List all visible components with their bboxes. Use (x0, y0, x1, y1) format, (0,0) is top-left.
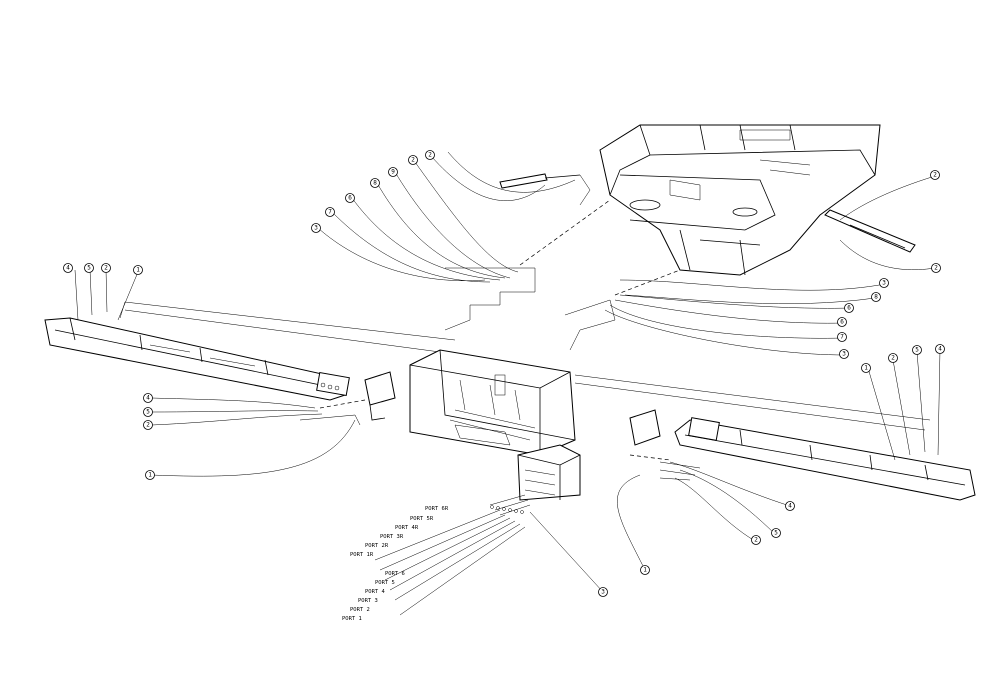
callout-number: 7 (328, 209, 332, 216)
callout-number: 7 (840, 334, 844, 341)
callout-bubble: 1 (145, 470, 155, 480)
leader-lines (74, 151, 941, 593)
port-manifold (517, 444, 581, 501)
callout-number: 3 (842, 351, 846, 358)
callout-bubble: 1 (133, 265, 143, 275)
callout-number: 3 (882, 280, 886, 287)
port-label: PORT 4R (395, 525, 419, 531)
callout-number: 3 (314, 225, 318, 232)
port-label: PORT 5R (410, 516, 434, 522)
callout-number: 1 (136, 267, 140, 274)
port-label: PORT 1 (342, 616, 362, 622)
callout-bubble: 4 (935, 344, 945, 354)
port-label: PORT 5 (375, 580, 395, 586)
callout-bubble: 1 (640, 565, 650, 575)
boom-connector-line (574, 382, 926, 431)
callout-number: 2 (754, 537, 758, 544)
callout-bubble: 2 (930, 170, 940, 180)
callout-bubble: 2 (143, 420, 153, 430)
center-chassis (409, 349, 576, 456)
callout-bubble: 3 (311, 223, 321, 233)
port-label: PORT 2R (365, 543, 389, 549)
callout-bubble: 5 (771, 528, 781, 538)
callout-number: 2 (891, 355, 895, 362)
callout-number: 6 (847, 305, 851, 312)
callout-number: 1 (643, 567, 647, 574)
callout-bubble: 6 (844, 303, 854, 313)
callout-number: 8 (874, 294, 878, 301)
right-boom-assembly (674, 417, 976, 501)
callout-number: 8 (373, 180, 377, 187)
callout-bubble: 3 (598, 587, 608, 597)
port-hose-bundle (374, 494, 531, 616)
port-label: PORT 4 (365, 589, 386, 595)
callout-number: 2 (428, 152, 432, 159)
port-label: PORT 3R (380, 534, 404, 540)
callout-bubble: 4 (143, 393, 153, 403)
callout-bubble: 8 (370, 178, 380, 188)
port-label: PORT 1R (350, 552, 374, 558)
left-boom-assembly (44, 317, 350, 401)
callout-number: 6 (348, 195, 352, 202)
callout-number: 4 (938, 346, 942, 353)
callout-bubble: 5 (84, 263, 94, 273)
left-valve-block (299, 371, 396, 426)
upper-frame-assembly (599, 124, 881, 276)
hose-route (564, 299, 616, 351)
callout-bubble: 3 (879, 278, 889, 288)
callout-number: 2 (411, 157, 415, 164)
callout-number: 2 (146, 422, 150, 429)
callout-number: 2 (933, 172, 937, 179)
hose-route-line (519, 199, 611, 266)
right-valve-block (629, 409, 701, 481)
callout-number: 9 (391, 169, 395, 176)
boom-connector-line (574, 374, 931, 421)
callout-number: 1 (148, 472, 152, 479)
port-labels: PORT 6R PORT 5R PORT 4R PORT 3R PORT 2R … (342, 506, 449, 622)
port-label: PORT 6 (385, 571, 405, 577)
callout-number: 5 (87, 265, 91, 272)
port-label: PORT 6R (425, 506, 449, 512)
callout-number: 5 (146, 409, 150, 416)
callout-number: 6 (840, 319, 844, 326)
hose-route (444, 267, 536, 331)
callout-bubble: 5 (143, 407, 153, 417)
callout-bubble: 4 (785, 501, 795, 511)
upper-center-cylinder (499, 173, 591, 206)
callout-bubble: 2 (751, 535, 761, 545)
callout-bubble: 8 (871, 292, 881, 302)
callout-bubble: 3 (839, 349, 849, 359)
callout-bubble: 2 (931, 263, 941, 273)
callout-number: 4 (66, 265, 70, 272)
callout-bubble: 6 (837, 317, 847, 327)
boom-connector-line (124, 309, 441, 353)
callout-number: 2 (104, 265, 108, 272)
hose-route-line (614, 269, 681, 296)
port-label: PORT 3 (358, 598, 378, 604)
callout-bubble: 2 (101, 263, 111, 273)
callout-number: 1 (864, 365, 868, 372)
callout-bubble: 4 (63, 263, 73, 273)
callout-bubble: 5 (912, 345, 922, 355)
callout-bubble: 2 (888, 353, 898, 363)
callout-bubble: 6 (345, 193, 355, 203)
callout-bubble: 7 (325, 207, 335, 217)
port-label: PORT 2 (350, 607, 370, 613)
callout-bubble: 2 (425, 150, 435, 160)
boom-connector-line (124, 301, 456, 341)
callout-bubble: 9 (388, 167, 398, 177)
callout-bubble: 7 (837, 332, 847, 342)
callout-number: 2 (934, 265, 938, 272)
callout-number: 5 (915, 347, 919, 354)
callout-number: 3 (601, 589, 605, 596)
callout-bubble: 2 (408, 155, 418, 165)
callout-number: 4 (788, 503, 792, 510)
callout-bubble: 1 (861, 363, 871, 373)
callout-number: 5 (774, 530, 778, 537)
upper-right-cylinder (824, 209, 916, 253)
callout-number: 4 (146, 395, 150, 402)
